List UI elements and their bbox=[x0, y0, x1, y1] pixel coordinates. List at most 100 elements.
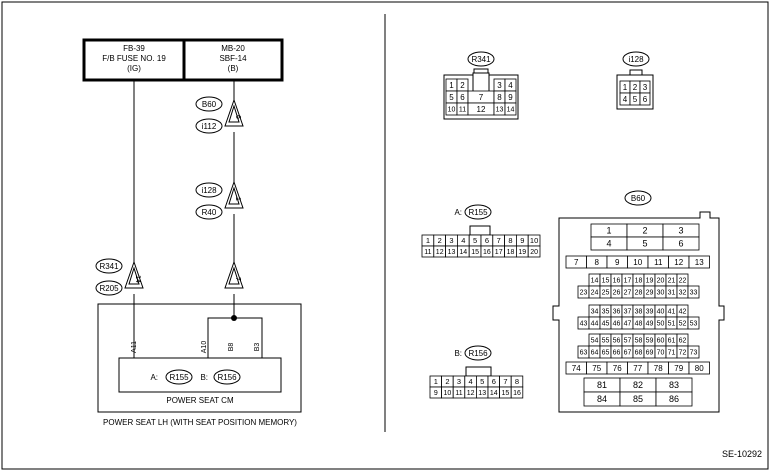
i128-cell bbox=[639, 92, 651, 106]
i128-pin-4: 4 bbox=[623, 95, 628, 104]
connector-b60-i112-symbol bbox=[224, 98, 244, 127]
b60-pin-54: 54 bbox=[591, 338, 599, 345]
b60-pin-32: 32 bbox=[679, 290, 687, 297]
connector-oval-r40 bbox=[195, 204, 223, 220]
b60-pin-15: 15 bbox=[602, 278, 610, 285]
wire-label-a11: A11 bbox=[131, 341, 138, 353]
b60-pin-39: 39 bbox=[646, 309, 654, 316]
face-label-r156: R156 bbox=[468, 349, 488, 358]
connector-label-b60: B60 bbox=[202, 100, 217, 109]
r156-pin-1: 1 bbox=[434, 377, 438, 386]
r155-pin-8: 8 bbox=[508, 236, 512, 245]
b60-pin-42: 42 bbox=[679, 309, 687, 316]
cm-connector-a-label: R155 bbox=[169, 373, 189, 382]
b60-pin-71: 71 bbox=[668, 350, 676, 357]
r156-latch bbox=[465, 366, 492, 377]
b60-pin-86: 86 bbox=[669, 394, 679, 404]
b60-pin-28: 28 bbox=[635, 290, 643, 297]
b60-pin-83: 83 bbox=[669, 380, 679, 390]
b60-pin-50: 50 bbox=[657, 321, 665, 328]
b60-pin-5: 5 bbox=[642, 239, 647, 249]
b60-housing bbox=[552, 211, 725, 413]
cm-connector-b-prefix: B: bbox=[200, 373, 208, 382]
b60-pin-76: 76 bbox=[613, 364, 622, 373]
r341-pin-10: 10 bbox=[448, 107, 456, 114]
b60-pin-7: 7 bbox=[574, 258, 579, 267]
connector-label-i128: i128 bbox=[201, 186, 217, 195]
i128-pin-3: 3 bbox=[643, 83, 648, 92]
b60-pin-77: 77 bbox=[633, 364, 642, 373]
b60-pin-64: 64 bbox=[591, 350, 599, 357]
r155-cell bbox=[527, 245, 541, 258]
r156-pin-10: 10 bbox=[444, 390, 452, 397]
fuse-right-line3: (B) bbox=[228, 64, 239, 73]
pin-label-7: 7 bbox=[234, 277, 241, 281]
face-oval-r341 bbox=[467, 51, 495, 67]
b60-pin-25: 25 bbox=[602, 290, 610, 297]
b60-pin-72: 72 bbox=[679, 350, 687, 357]
b60-pin-35: 35 bbox=[602, 309, 610, 316]
b60-pin-14: 14 bbox=[591, 278, 599, 285]
wire-label-b8: B8 bbox=[228, 343, 235, 352]
r156-pin-8: 8 bbox=[515, 377, 519, 386]
b60-pin-58: 58 bbox=[635, 338, 643, 345]
connector-oval-r205 bbox=[95, 280, 123, 296]
b60-pin-47: 47 bbox=[624, 321, 632, 328]
r341-pin-9: 9 bbox=[508, 93, 513, 102]
r156-pin-4: 4 bbox=[469, 377, 473, 386]
figure-id: SE-10292 bbox=[722, 449, 762, 459]
connector-label-i112: i112 bbox=[202, 122, 217, 131]
power-seat-cm-outer-box bbox=[97, 303, 302, 413]
b60-pin-2: 2 bbox=[642, 226, 647, 236]
r155-pin-17: 17 bbox=[495, 249, 503, 256]
cm-title: POWER SEAT CM bbox=[166, 396, 234, 405]
b60-pin-74: 74 bbox=[572, 364, 581, 373]
r156-pin-9: 9 bbox=[434, 390, 438, 397]
fuse-right-line1: MB-20 bbox=[221, 44, 245, 53]
r341-pin-8: 8 bbox=[497, 93, 502, 102]
b60-cell bbox=[687, 285, 700, 299]
b60-pin-40: 40 bbox=[657, 309, 665, 316]
connector-label-r341: R341 bbox=[99, 262, 119, 271]
b60-pin-55: 55 bbox=[602, 338, 610, 345]
b60-pin-18: 18 bbox=[635, 278, 643, 285]
fuse-left-line3: (IG) bbox=[127, 64, 141, 73]
b60-pin-63: 63 bbox=[580, 350, 588, 357]
face-label-r155: R155 bbox=[468, 208, 488, 217]
b60-pin-43: 43 bbox=[580, 321, 588, 328]
b60-pin-30: 30 bbox=[657, 290, 665, 297]
r156-pin-15: 15 bbox=[502, 390, 510, 397]
r155-pin-14: 14 bbox=[459, 249, 467, 256]
i128-pin-5: 5 bbox=[633, 95, 638, 104]
r155-latch bbox=[469, 225, 491, 236]
r341-pin-14: 14 bbox=[507, 107, 515, 114]
r156-pin-13: 13 bbox=[478, 390, 486, 397]
r341-pin-3: 3 bbox=[497, 81, 502, 90]
b60-pin-84: 84 bbox=[597, 394, 607, 404]
b60-pin-34: 34 bbox=[591, 309, 599, 316]
pin-label-1: 1 bbox=[234, 197, 241, 201]
b60-pin-11: 11 bbox=[654, 258, 663, 267]
b60-pin-44: 44 bbox=[591, 321, 599, 328]
r156-pin-12: 12 bbox=[467, 390, 475, 397]
r155-pin-16: 16 bbox=[483, 249, 491, 256]
face-label-b60: B60 bbox=[631, 194, 646, 203]
r341-pin-2: 2 bbox=[460, 81, 465, 90]
b60-pin-56: 56 bbox=[613, 338, 621, 345]
cm-connector-b-label: R156 bbox=[217, 373, 237, 382]
r155-pin-10: 10 bbox=[530, 236, 538, 245]
b60-cell bbox=[688, 361, 710, 375]
face-oval-r155 bbox=[464, 204, 492, 220]
r341-cell bbox=[504, 102, 517, 116]
b60-pin-16: 16 bbox=[613, 278, 621, 285]
b60-pin-26: 26 bbox=[613, 290, 621, 297]
connector-oval-b60 bbox=[195, 96, 223, 112]
r156-pin-3: 3 bbox=[457, 377, 461, 386]
b60-pin-70: 70 bbox=[657, 350, 665, 357]
r155-pin-9: 9 bbox=[520, 236, 524, 245]
b60-pin-52: 52 bbox=[679, 321, 687, 328]
